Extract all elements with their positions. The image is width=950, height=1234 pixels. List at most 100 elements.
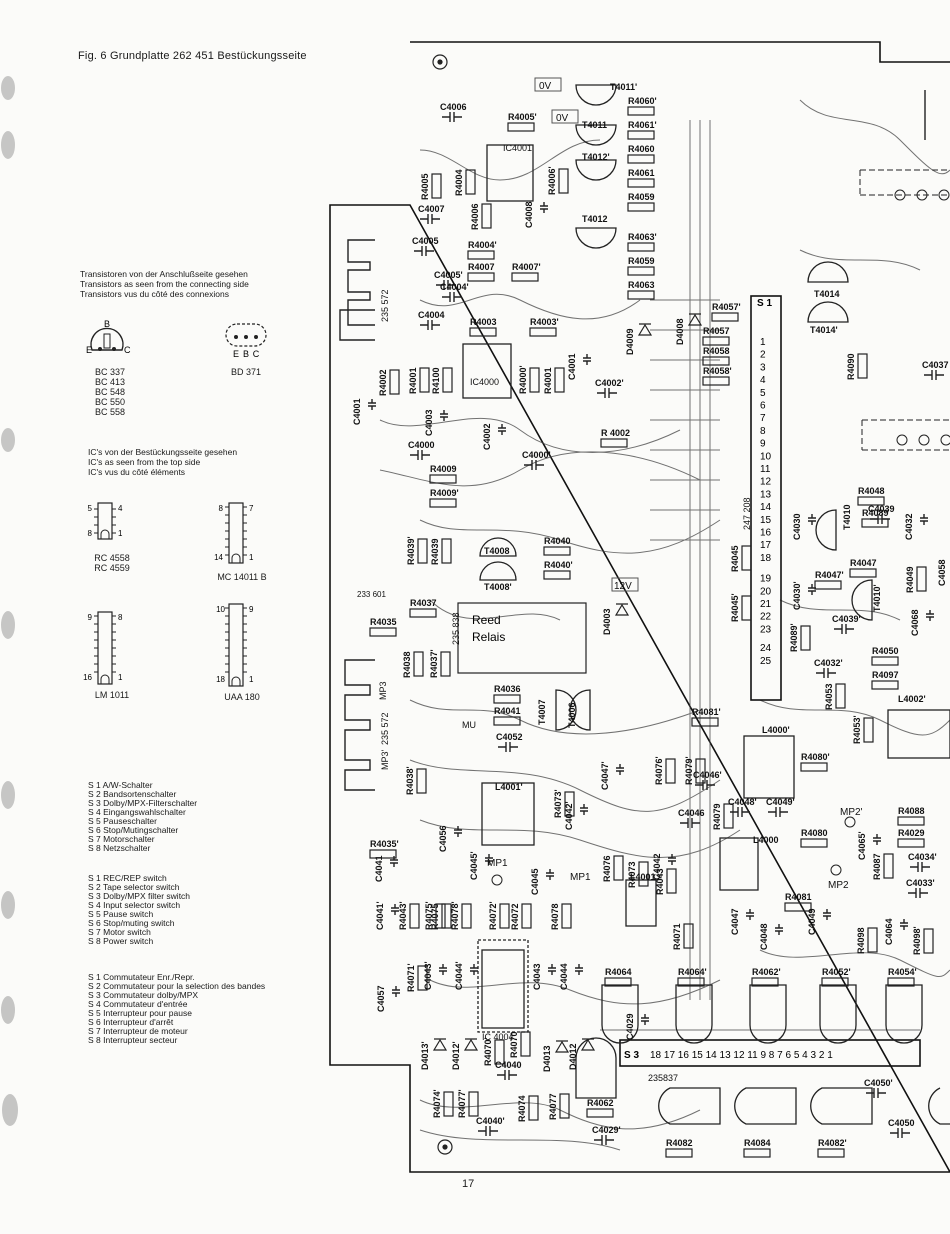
resistor-symbol [493, 694, 521, 704]
resistor-label: R4001 [408, 367, 418, 394]
resistor-label: R4100 [431, 367, 441, 394]
pin-label-e: E [233, 349, 239, 359]
diode-label: D4009 [625, 328, 635, 355]
pin-label: 10 [216, 605, 225, 614]
resistor-label: R4071 [672, 923, 682, 950]
resistor-symbol [871, 680, 899, 690]
capacitor-label: C4040 [495, 1060, 522, 1070]
capacitor-label: C4058 [937, 559, 947, 586]
pin-label-c: C [253, 349, 260, 359]
resistor-symbol [861, 518, 889, 528]
switch-item: S 1 REC/REP switch [88, 873, 167, 883]
resistor-symbol [369, 627, 397, 637]
capacitor-symbol [546, 869, 554, 880]
ic-label-uaa180: UAA 180 [224, 692, 260, 702]
resistor-symbol [493, 716, 521, 726]
switch-item: S 4 Commutateur d'entrée [88, 999, 188, 1009]
resistor-label: R4029 [898, 828, 925, 838]
capacitor-label: C4047 [730, 908, 740, 935]
transistor-pinout-bd: E B C [225, 323, 267, 359]
capacitor-symbol [420, 320, 440, 330]
resistor-symbol [627, 130, 655, 140]
pin-label: 1 [118, 529, 123, 538]
resistor-symbol [613, 855, 624, 881]
resistor-label: R4076 [602, 855, 612, 882]
pin-label: 9 [88, 613, 93, 622]
capacitor-label: C4044 [559, 963, 569, 990]
resistor-symbol [627, 106, 655, 116]
resistor-symbol [461, 903, 472, 929]
diode-symbol [432, 1038, 448, 1051]
edge-connector-top [339, 239, 375, 341]
resistor-symbol [600, 438, 628, 448]
switch-s1-label: S 1 [757, 298, 772, 309]
resistor-symbol [467, 250, 495, 260]
capacitor-symbol [695, 780, 715, 790]
type-label: BC 550 [94, 397, 126, 407]
switch-s3-pins: 18 17 16 15 14 13 12 11 9 8 7 6 5 4 3 2 … [650, 1050, 833, 1061]
diode-symbol [463, 1038, 479, 1051]
resistor-label: R4072' [488, 901, 498, 930]
switch-s1-pin: 6 [760, 401, 766, 412]
resistor-label: R4049 [905, 566, 915, 593]
resistor-symbol [627, 290, 655, 300]
switch-list-fr: S 1 Commutateur Enr./Repr. S 2 Commutate… [88, 973, 265, 1045]
resistor-symbol [520, 1031, 531, 1057]
resistor-label: R4047 [850, 558, 877, 568]
resistor-label: R4004 [454, 169, 464, 196]
board-id-label: 235837 [648, 1073, 678, 1083]
switch-s1-pin: 19 [760, 574, 772, 585]
switch-s1-pin: 25 [760, 656, 772, 667]
capacitor-symbol [594, 1135, 614, 1145]
resistor-symbol [416, 768, 427, 794]
capacitor-label: C4042 [652, 853, 662, 880]
resistor-symbol [417, 538, 428, 564]
pin-label-b: B [243, 349, 249, 359]
board-id-label: 233 601 [357, 590, 386, 599]
resistor-label: R4079 [712, 803, 722, 830]
capacitor-symbol [910, 862, 930, 872]
capacitor-label: C4068 [910, 609, 920, 636]
ic-4000-body [462, 343, 512, 399]
measure-point-mp3: MP3 [378, 681, 388, 700]
capacitor-symbol [410, 450, 430, 460]
switch-s1-pin: 20 [760, 586, 772, 597]
resistor-label: R4063' [628, 232, 657, 242]
capacitor-label: C4042' [564, 801, 574, 830]
coil-label: L4000 [753, 835, 779, 845]
resistor-symbol [711, 312, 739, 322]
switch-s1-pin: 3 [760, 362, 766, 373]
resistor-label: R4088 [898, 806, 925, 816]
capacitor-label: C4044' [454, 961, 464, 990]
resistor-label: R4059 [628, 192, 655, 202]
resistor-symbol [665, 1148, 693, 1158]
ic-4001-label: IC4001 [503, 143, 532, 153]
board-id-label: 235 572 [380, 289, 390, 322]
pin-label: 1 [249, 675, 254, 684]
switch-item: S 7 Motor switch [88, 927, 151, 937]
resistor-label: R4078 [550, 903, 560, 930]
resistor-label: R4002 [378, 369, 388, 396]
resistor-symbol [857, 353, 868, 379]
switch-item: S 2 Bandsortenschalter [88, 789, 177, 799]
resistor-symbol [867, 927, 878, 953]
resistor-symbol [897, 838, 925, 848]
switch-s1-pin: 13 [760, 489, 772, 500]
resistor-label: R4082' [818, 1138, 847, 1148]
resistor-symbol [627, 242, 655, 252]
resistor-symbol [800, 625, 811, 651]
transistor-label: T4012' [582, 152, 610, 162]
resistor-symbol [849, 568, 877, 578]
switch-list-en: S 1 REC/REP switch S 2 Tape selector swi… [88, 874, 190, 946]
transistor-note: Transistoren von der Anschlußseite geseh… [80, 269, 249, 299]
capacitor-symbol [920, 514, 928, 525]
ic-4000-label: IC4000 [470, 377, 499, 387]
resistor-label: R4052' [822, 967, 851, 977]
ic-label-rc4558: RC 4558 RC 4559 [67, 553, 157, 573]
resistor-symbol [923, 928, 934, 954]
capacitor-symbol [454, 826, 462, 837]
coil-label: L4002' [898, 694, 926, 704]
switch-item: S 6 Stop/Mutingschalter [88, 825, 179, 835]
resistor-label: R4074 [517, 1095, 527, 1122]
